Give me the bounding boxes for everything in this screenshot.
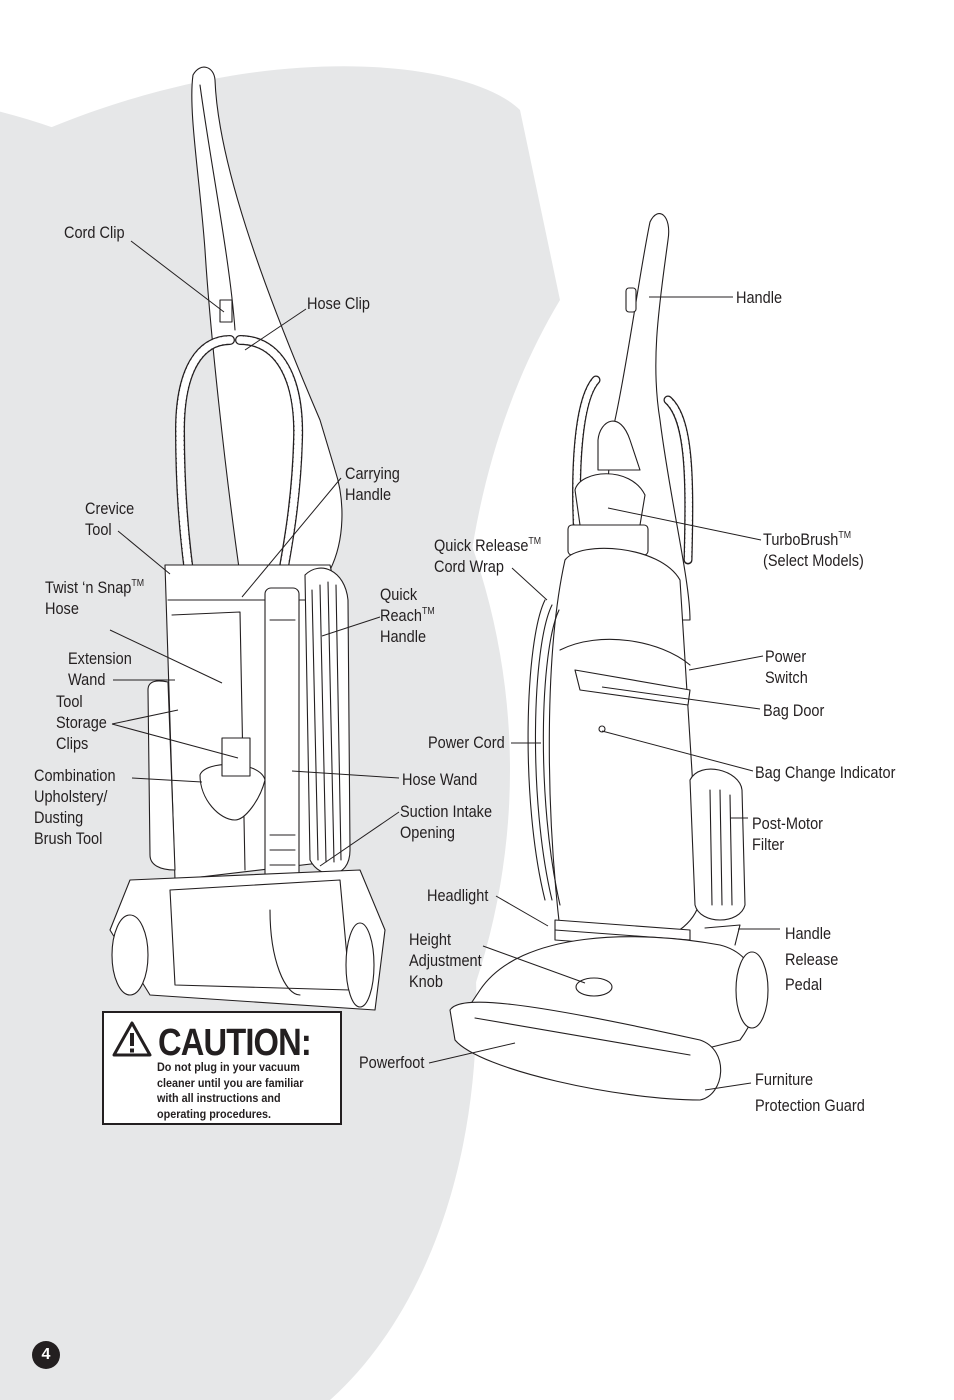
- label-power-cord: Power Cord: [428, 734, 505, 752]
- label-headlight: Headlight: [427, 887, 489, 905]
- page-number: 4: [32, 1341, 60, 1369]
- label-bag-change-indicator: Bag Change Indicator: [755, 764, 896, 782]
- label-handle: Handle: [736, 289, 783, 307]
- right-vacuum: [449, 213, 769, 1101]
- label-powerfoot: Powerfoot: [359, 1054, 425, 1072]
- left-vacuum: [109, 66, 386, 1011]
- label-turbobrush: TurboBrushTM(Select Models): [763, 530, 864, 571]
- label-hose-clip: Hose Clip: [307, 295, 370, 313]
- leader-lines: [109, 240, 780, 1091]
- caution-title: CAUTION:: [158, 1022, 312, 1064]
- caution-text: Do not plug in your vacuum cleaner until…: [157, 1060, 304, 1121]
- label-bag-door: Bag Door: [763, 702, 825, 720]
- label-hose-wand: Hose Wand: [402, 771, 478, 789]
- caution-box: CAUTION: Do not plug in your vacuum clea…: [102, 1011, 342, 1125]
- warning-triangle-icon: [112, 1021, 152, 1057]
- label-cord-clip: Cord Clip: [64, 224, 125, 242]
